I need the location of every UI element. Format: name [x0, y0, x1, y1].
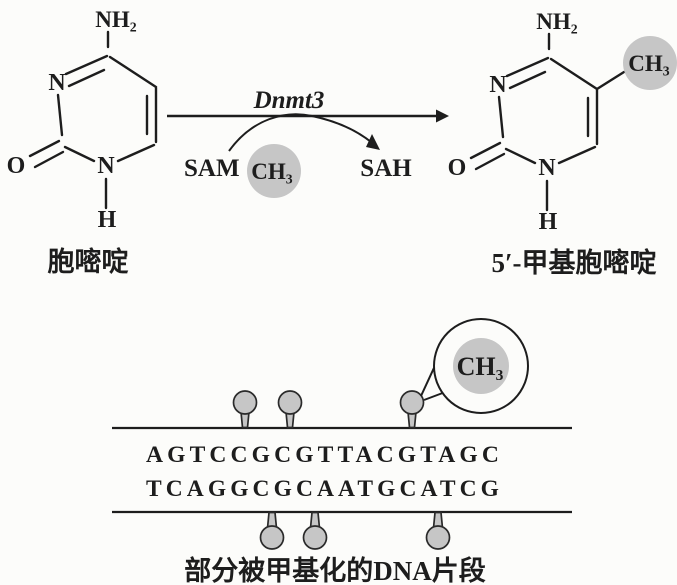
sam-label: SAM: [184, 155, 240, 182]
methyl-mark-head: [259, 525, 285, 550]
dna-bottom-strand: TCAGGCGCAATGCATCG: [146, 476, 503, 501]
bond-c2-o-inner: [474, 152, 506, 171]
bond-c2-n1: [63, 145, 96, 163]
methyl-mark-head: [399, 390, 425, 415]
methyl-mark-head: [425, 525, 451, 550]
methylcytosine-structure: NH₂ N O N H CH₃ 5′-甲基胞嘧啶: [448, 9, 677, 278]
bond-c2-o-outer: [28, 139, 61, 158]
cytosine-structure: NH₂ N O N H 胞嘧啶: [7, 7, 158, 277]
callout-methyl-label: CH₃: [457, 352, 504, 381]
product-methyl-circle: [623, 36, 677, 90]
dna-caption: 部分被甲基化的DNA片段: [184, 555, 486, 585]
reaction-group: Dnmt3 SAM CH₃ SAH: [167, 87, 449, 198]
methylcytosine-oxygen-label: O: [448, 155, 467, 181]
cytosine-name: 胞嘧啶: [47, 246, 129, 277]
product-methyl-label: CH₃: [628, 51, 670, 76]
methyl-callout: CH₃: [420, 318, 529, 414]
bond-n3-c4-outer: [64, 54, 109, 76]
methyl-mark-head: [302, 525, 328, 550]
methyl-mark-head: [232, 390, 258, 415]
cytosine-n1-label: N: [97, 153, 115, 179]
bond-n1-c6: [116, 143, 156, 163]
bond-c5-c4: [549, 57, 599, 91]
methyl-mark-bottom-2: [302, 511, 328, 550]
methyl-mark-top-1: [232, 390, 258, 429]
methyl-mark-bottom-1: [259, 511, 285, 550]
bond-n3-c2: [56, 93, 64, 137]
bond-c2-o-inner: [33, 150, 65, 169]
bond-c5-ch3: [595, 70, 626, 91]
bond-n3-c4-outer: [505, 56, 550, 78]
enzyme-label: Dnmt3: [253, 87, 325, 114]
methylcytosine-amine-label: NH₂: [536, 9, 578, 34]
cofactor-arc-arrow-head: [366, 134, 380, 150]
methyl-mark-bottom-3: [425, 511, 451, 550]
cytosine-amine-label: NH₂: [95, 7, 137, 32]
bond-n3-c4-inner: [67, 68, 106, 88]
dna-top-strand: AGTCCGCGTTACGTAGC: [146, 442, 503, 467]
sah-label: SAH: [360, 155, 412, 182]
methyl-mark-head: [277, 390, 303, 415]
bond-n3-c4-inner: [508, 70, 547, 90]
cytosine-n3-label: N: [48, 70, 66, 96]
dna-fragment: AGTCCGCGTTACGTAGC TCAGGCGCAATGCATCG: [112, 318, 572, 585]
methyl-mark-top-2: [277, 390, 303, 429]
bond-c2-n1: [504, 147, 537, 165]
methylcytosine-n3-label: N: [489, 72, 507, 98]
cytosine-oxygen-label: O: [7, 153, 26, 179]
callout-methyl-circle: [453, 338, 509, 394]
bond-n1-c6: [557, 145, 597, 165]
cytosine-hydrogen-label: H: [98, 207, 117, 233]
bond-n3-c2: [497, 95, 505, 139]
bond-c5-c4: [108, 55, 158, 89]
bond-c2-o-outer: [469, 141, 502, 160]
sam-methyl-label: CH₃: [251, 159, 293, 184]
methylcytosine-name: 5′-甲基胞嘧啶: [491, 247, 656, 278]
methyl-mark-top-3: [399, 390, 425, 429]
methylcytosine-n1-label: N: [538, 155, 556, 181]
cofactor-arc-arrow: [228, 113, 372, 152]
methylcytosine-hydrogen-label: H: [539, 209, 558, 235]
reaction-arrow-head: [436, 109, 449, 123]
sam-methyl-circle: [247, 144, 301, 198]
